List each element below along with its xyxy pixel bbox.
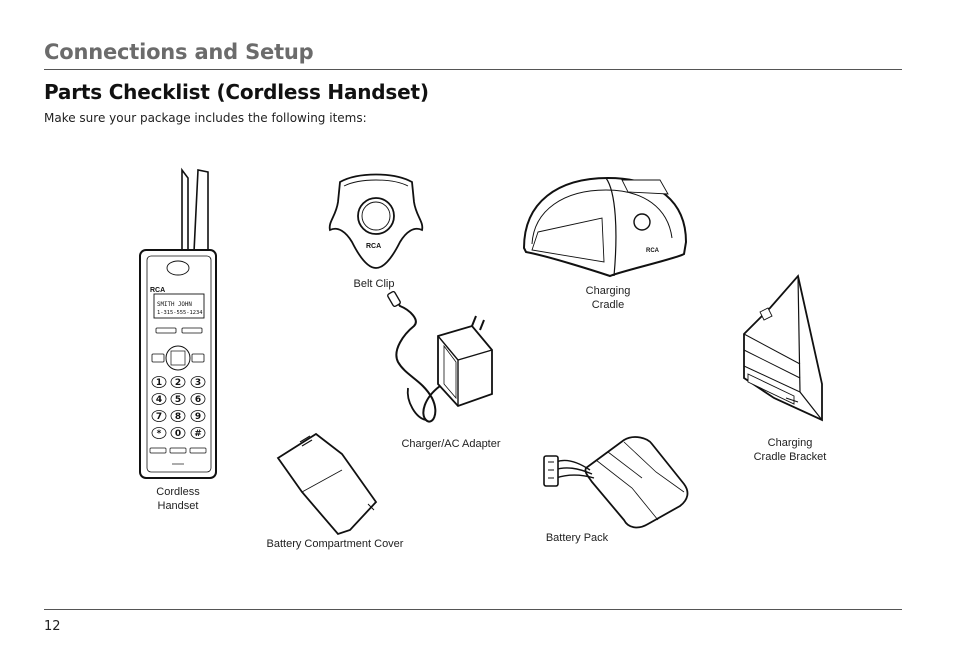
belt-clip-illustration: RCA <box>328 173 424 269</box>
section-title: Connections and Setup <box>44 40 314 64</box>
svg-text:RCA: RCA <box>646 248 660 254</box>
handset-logo: RCA <box>150 287 165 294</box>
svg-text:0: 0 <box>175 429 181 439</box>
belt-clip-logo: RCA <box>366 243 381 250</box>
svg-text:1: 1 <box>156 378 162 388</box>
cordless-handset-illustration: RCA SMITH JOHN 1-315-555-1234 1 2 3 4 5 6 7 8… <box>139 167 217 479</box>
label-charging-cradle: Charging Cradle <box>585 285 631 311</box>
battery-pack-illustration <box>543 436 689 529</box>
label-battery-cover: Battery Compartment Cover <box>266 538 404 550</box>
svg-text:5: 5 <box>175 395 181 405</box>
page-number: 12 <box>44 619 61 634</box>
svg-text:*: * <box>157 429 162 439</box>
charger-adapter-illustration <box>387 290 493 423</box>
charging-cradle-bracket-illustration <box>743 274 823 422</box>
display-name: SMITH JOHN <box>157 302 192 308</box>
charging-cradle-illustration: RCA <box>522 176 688 278</box>
battery-connector <box>543 455 559 487</box>
nav-pad <box>165 345 191 371</box>
svg-text:4: 4 <box>156 395 162 405</box>
clip-button <box>357 197 395 235</box>
svg-text:2: 2 <box>175 378 181 388</box>
svg-text:9: 9 <box>195 412 201 422</box>
header-divider <box>44 69 902 70</box>
adapter-plug <box>387 290 401 308</box>
svg-text:7: 7 <box>156 412 162 422</box>
footer-divider <box>44 609 902 610</box>
page-title: Parts Checklist (Cordless Handset) <box>44 80 429 104</box>
label-charger-adapter: Charger/AC Adapter <box>401 438 501 450</box>
intro-text: Make sure your package includes the foll… <box>44 111 367 125</box>
adapter-cord <box>395 299 441 423</box>
svg-text:8: 8 <box>175 412 181 422</box>
svg-text:3: 3 <box>195 378 201 388</box>
earpiece <box>166 260 190 276</box>
antenna <box>181 167 189 253</box>
charge-indicator <box>633 213 651 231</box>
svg-text:6: 6 <box>195 395 201 405</box>
label-belt-clip: Belt Clip <box>353 278 395 290</box>
handset-display <box>153 293 205 319</box>
keypad <box>151 376 206 439</box>
label-cordless-handset: Cordless Handset <box>156 486 200 512</box>
label-battery-pack: Battery Pack <box>545 532 609 544</box>
battery-cover-illustration <box>276 432 378 536</box>
svg-text:#: # <box>194 429 202 439</box>
display-number: 1-315-555-1234 <box>157 310 202 316</box>
label-charging-cradle-bracket: Charging Cradle Bracket <box>753 437 827 463</box>
